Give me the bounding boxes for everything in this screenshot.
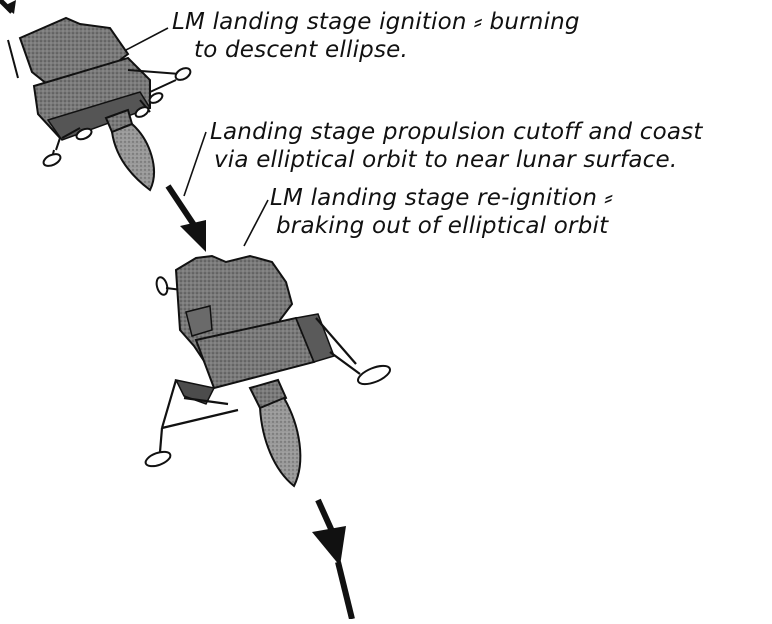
trajectory-arrow-coast	[168, 186, 206, 252]
trajectory-arrow-descent	[312, 500, 352, 619]
lm-vehicle-ignition	[8, 18, 192, 190]
annotation-ignition-line1: LM landing stage ignition ⸗ burning	[172, 8, 580, 36]
trajectory-arrow-entry	[0, 0, 16, 14]
annotation-coast: Landing stage propulsion cutoff and coas…	[210, 118, 703, 174]
annotation-ignition-line2: to descent ellipse.	[172, 36, 580, 64]
annotation-reignition-line2: braking out of elliptical orbit	[270, 212, 613, 240]
annotation-ignition: LM landing stage ignition ⸗ burning to d…	[172, 8, 580, 64]
annotation-reignition-line1: LM landing stage re-ignition ⸗	[270, 184, 613, 212]
lm-vehicle-braking	[144, 256, 393, 486]
annotation-reignition: LM landing stage re-ignition ⸗ braking o…	[270, 184, 613, 240]
annotation-coast-line1: Landing stage propulsion cutoff and coas…	[210, 118, 703, 146]
annotation-coast-line2: via elliptical orbit to near lunar surfa…	[210, 146, 703, 174]
